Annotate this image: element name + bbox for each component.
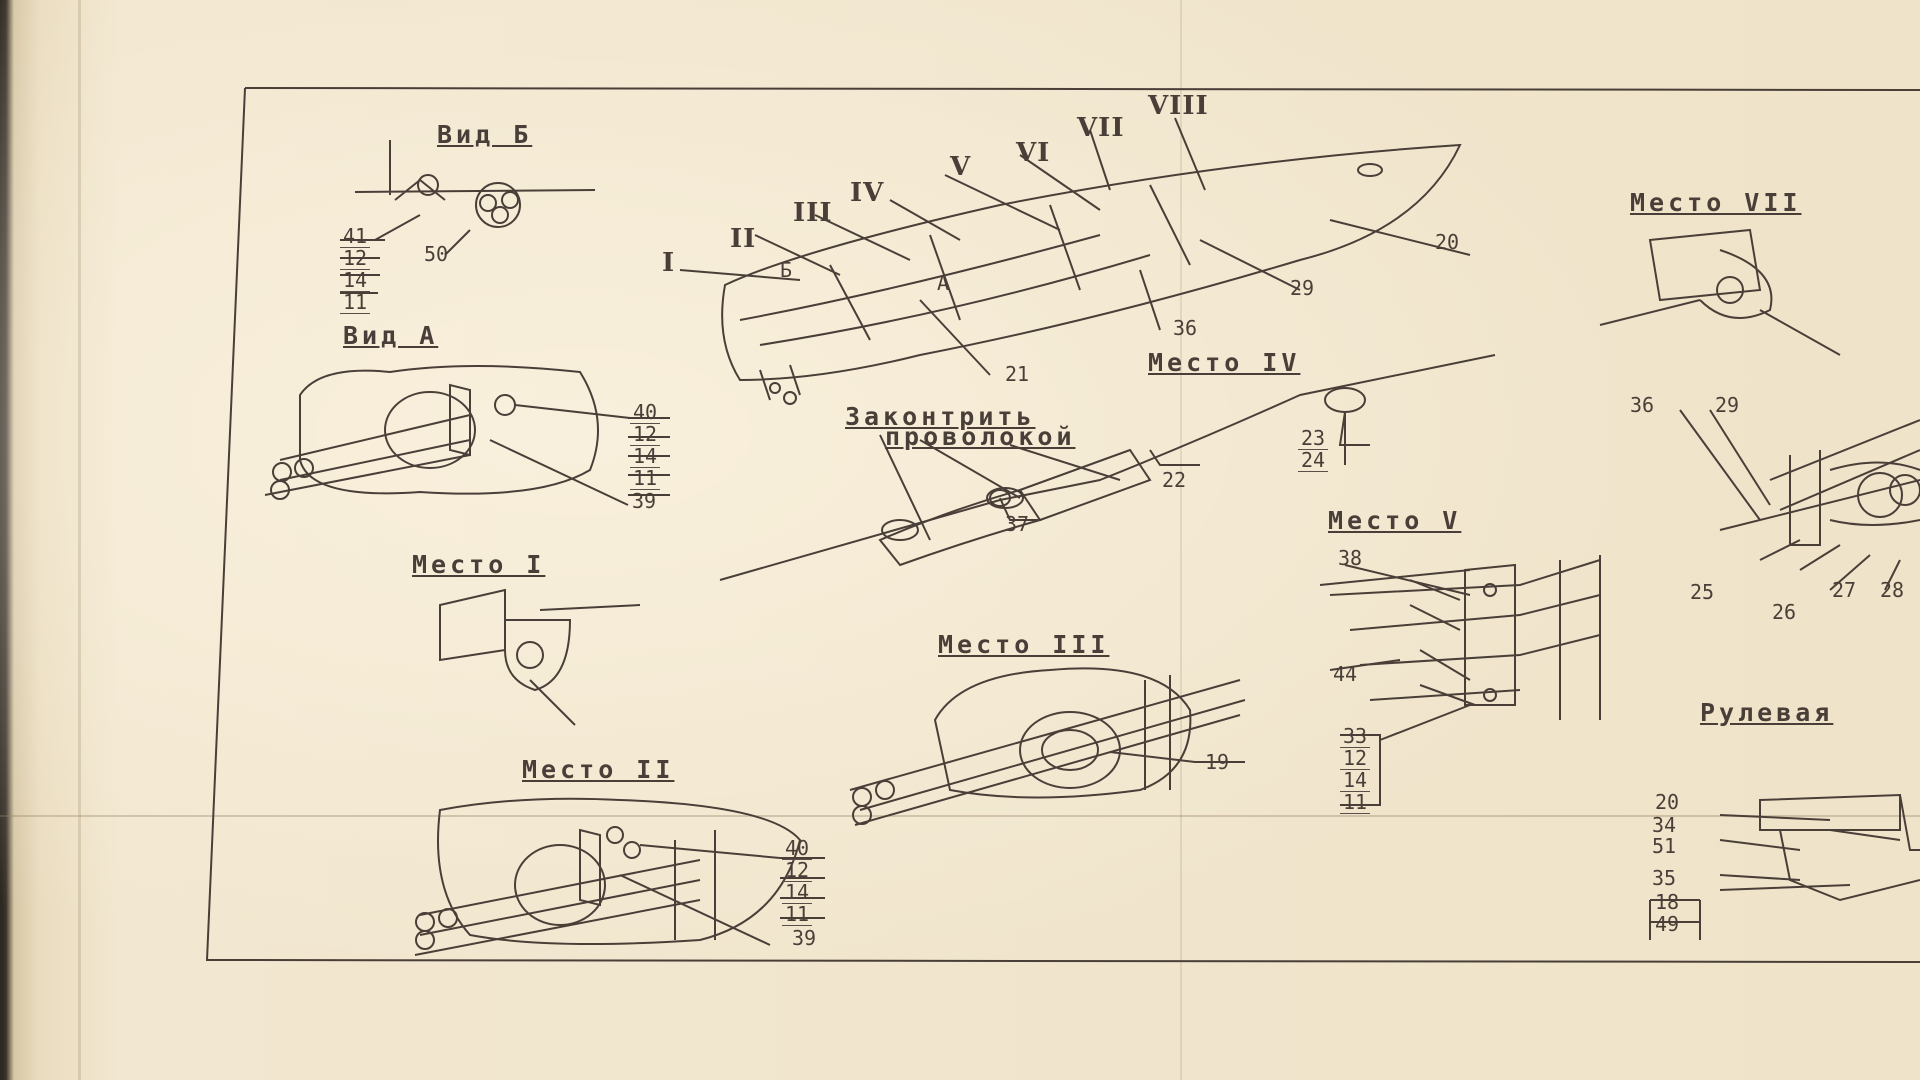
boat-part-29: 29 (1290, 276, 1315, 300)
view-a-label: 12 (630, 424, 661, 446)
place-5-label: 11 (1340, 792, 1371, 814)
steering-label: 34 (1652, 813, 1677, 837)
boat-roman-label: II (730, 224, 757, 254)
view-a-label: 14 (630, 446, 661, 468)
place-3-sketch (849, 667, 1246, 826)
place-4-title: Место IV (1148, 348, 1301, 377)
boat-roman-label: III (793, 198, 833, 228)
right-assembly-part-36: 36 (1630, 393, 1655, 417)
steering-label: 20 (1655, 790, 1680, 814)
place-2-label: 40 (782, 838, 813, 860)
view-b-part: 50 (424, 242, 449, 266)
view-a-label: 11 (630, 468, 661, 490)
view-b-label: 41 (340, 226, 371, 248)
view-b-label-stack: 41 12 14 11 (340, 226, 371, 314)
place-7-title: Место VII (1630, 188, 1802, 217)
steering-label: 51 (1652, 834, 1677, 858)
view-a-part: 39 (632, 489, 657, 513)
boat-roman-label: V (950, 152, 972, 182)
steering-title: Рулевая (1700, 698, 1834, 727)
place-5-label: 33 (1340, 726, 1371, 748)
view-a-title: Вид А (343, 321, 439, 350)
place-1-title: Место I (412, 550, 546, 579)
steering-sketch (1649, 793, 1920, 940)
right-assembly-part-26: 26 (1772, 600, 1797, 624)
note-line-1: Законтрить (845, 402, 1036, 431)
right-assembly-part-25: 25 (1690, 580, 1715, 604)
place-5-sketch (1319, 555, 1601, 806)
paper-fold-middle (1180, 0, 1182, 1080)
place-2-label: 14 (782, 882, 813, 904)
boat-roman-label: VI (1016, 138, 1051, 168)
place-4-label: 24 (1298, 450, 1329, 472)
boat-roman-label: VII (1077, 113, 1125, 143)
place-2-label-stack: 40 12 14 11 (782, 838, 813, 926)
boat-sketch (679, 117, 1471, 405)
boat-view-marker-b: Б (780, 258, 793, 282)
view-a-label: 40 (630, 402, 661, 424)
right-assembly-part-28: 28 (1880, 578, 1905, 602)
drawing-frame (205, 87, 1920, 963)
place-5-label: 12 (1340, 748, 1371, 770)
place-4-label-stack: 23 24 (1298, 428, 1329, 472)
place-4-part-37: 37 (1005, 512, 1030, 536)
boat-roman-label: VIII (1148, 91, 1209, 121)
place-5-label-stack: 33 12 14 11 (1340, 726, 1371, 814)
place-7-sketch (1599, 228, 1841, 356)
boat-view-marker-a: А (937, 271, 950, 295)
place-2-label: 12 (782, 860, 813, 882)
place-5-title: Место V (1328, 506, 1462, 535)
view-a-sketch (264, 365, 670, 506)
boat-roman-label: I (662, 248, 676, 278)
place-5-part-44: 44 (1333, 662, 1358, 686)
view-b-label: 14 (340, 270, 371, 292)
steering-stack-label: 18 (1655, 890, 1680, 914)
place-2-title: Место II (522, 755, 675, 784)
place-3-title: Место III (938, 630, 1110, 659)
view-b-label: 11 (340, 292, 371, 314)
right-assembly-sketch (1679, 409, 1920, 591)
right-assembly-part-29: 29 (1715, 393, 1740, 417)
place-2-sketch (414, 797, 825, 956)
note-line-2: проволокой (885, 422, 1076, 451)
right-assembly-part-27: 27 (1832, 578, 1857, 602)
place-1-sketch (439, 588, 641, 726)
view-b-title: Вид Б (437, 120, 533, 149)
view-b-label: 12 (340, 248, 371, 270)
paper-fold-horizontal (0, 815, 1920, 817)
place-2-part: 39 (792, 926, 817, 950)
boat-part-21: 21 (1005, 362, 1030, 386)
place-2-label: 11 (782, 904, 813, 926)
place-3-part: 19 (1205, 750, 1230, 774)
boat-roman-label: IV (850, 178, 885, 208)
boat-part-36: 36 (1173, 316, 1198, 340)
place-4-sketch (719, 354, 1496, 581)
paper-fold-left (78, 0, 81, 1080)
view-b-sketch (340, 140, 596, 294)
boat-part-20: 20 (1435, 230, 1460, 254)
place-5-label: 14 (1340, 770, 1371, 792)
steering-stack-label: 49 (1655, 912, 1680, 936)
place-5-part-38: 38 (1338, 546, 1363, 570)
steering-label: 35 (1652, 866, 1677, 890)
view-a-label-stack: 40 12 14 11 (630, 402, 661, 490)
place-4-part-22: 22 (1162, 468, 1187, 492)
place-4-label: 23 (1298, 428, 1329, 450)
